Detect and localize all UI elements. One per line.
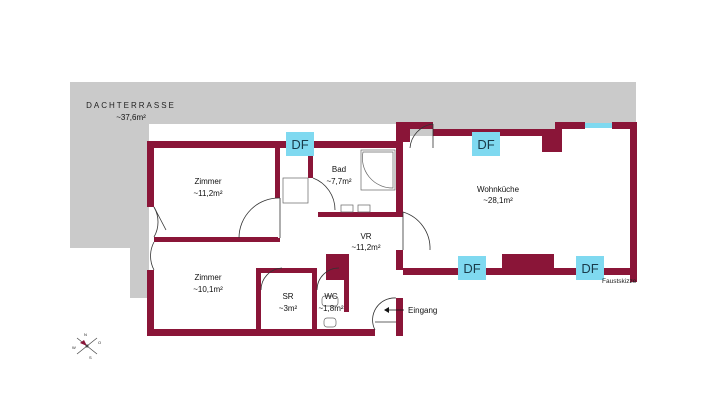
wc-name: WC bbox=[324, 292, 338, 301]
entrance-arrow: Eingang bbox=[384, 306, 437, 315]
skylight-1-label: DF bbox=[291, 137, 308, 152]
skylight-3-label: DF bbox=[463, 261, 480, 276]
sr-area: ~3m² bbox=[279, 304, 298, 313]
vr-area: ~11,2m² bbox=[352, 243, 381, 252]
compass-w: W bbox=[72, 345, 76, 350]
zimmer1-area: ~11,2m² bbox=[194, 189, 223, 198]
wc-area: ~1,8m² bbox=[318, 304, 343, 313]
wohnkueche-name: Wohnküche bbox=[477, 185, 520, 194]
sr-name: SR bbox=[282, 292, 293, 301]
doors bbox=[150, 123, 434, 331]
bad-name: Bad bbox=[332, 165, 346, 174]
zimmer1-name: Zimmer bbox=[194, 177, 221, 186]
terrace-name: DACHTERRASSE bbox=[86, 101, 176, 110]
skylights: DF DF DF DF bbox=[286, 123, 612, 280]
zimmer2-area: ~10,1m² bbox=[193, 285, 223, 294]
skylight-4-label: DF bbox=[581, 261, 598, 276]
compass-icon: N O S W bbox=[72, 332, 101, 360]
skylight-3 bbox=[458, 256, 486, 280]
terrace-strip bbox=[130, 248, 149, 298]
walls bbox=[147, 122, 637, 336]
sketch-note: Faustskizze bbox=[602, 278, 637, 285]
skylight-4 bbox=[576, 256, 604, 280]
roof-window-strip bbox=[585, 123, 612, 128]
entrance-label: Eingang bbox=[408, 306, 437, 315]
terrace-area-label: ~37,6m² bbox=[116, 113, 146, 122]
skylight-1 bbox=[286, 132, 314, 156]
compass-s: S bbox=[89, 355, 92, 360]
zimmer2-name: Zimmer bbox=[194, 273, 221, 282]
vr-name: VR bbox=[360, 232, 371, 241]
compass-e: O bbox=[98, 340, 101, 345]
bathroom-fixtures bbox=[282, 149, 396, 328]
wohnkueche-area: ~28,1m² bbox=[483, 196, 513, 205]
skylight-2 bbox=[472, 132, 500, 156]
skylight-2-label: DF bbox=[477, 137, 494, 152]
bad-area: ~7,7m² bbox=[326, 177, 351, 186]
compass-n: N bbox=[84, 332, 87, 337]
